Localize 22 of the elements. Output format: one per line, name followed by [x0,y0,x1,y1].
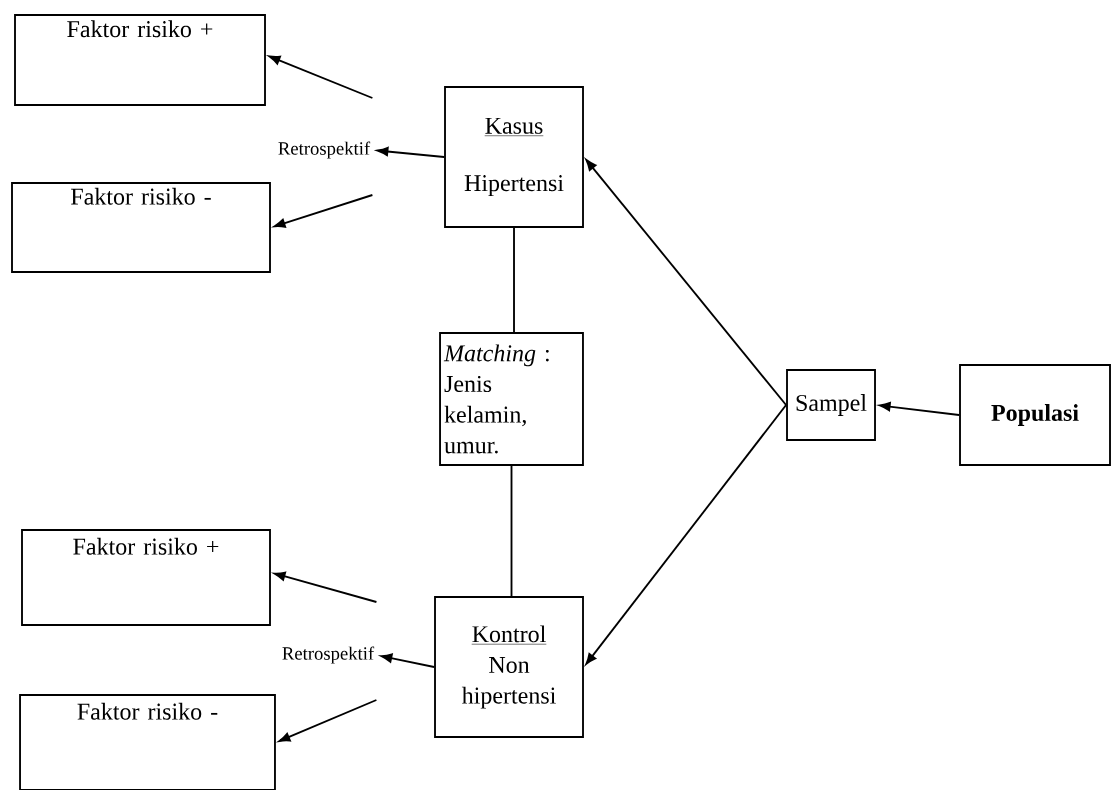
factor-box: Faktor risiko + [21,529,271,626]
process-box: Sampel [786,369,876,441]
connector-line [513,227,515,333]
edge-label: Retrospektif [278,141,371,159]
arrow [268,55,374,99]
arrow [273,194,374,228]
group-box: Kontrol Non hipertensi [434,596,584,738]
arrow [273,571,378,603]
factor-box: Faktor risiko + [14,14,266,106]
arrow [376,146,445,158]
arrow [278,699,378,742]
factor-box: Faktor risiko - [19,694,276,790]
factor-box: Faktor risiko - [11,182,271,273]
connector-line [510,465,513,597]
matching-box: Matching : Jenis kelamin, umur. [439,332,584,466]
group-box: Kasus Hipertensi [444,86,584,228]
edge-label: Retrospektif [282,646,375,664]
arrow [585,404,787,665]
process-box: Populasi [959,364,1111,466]
arrow [585,159,787,406]
arrow [878,402,960,416]
arrow [380,653,435,668]
